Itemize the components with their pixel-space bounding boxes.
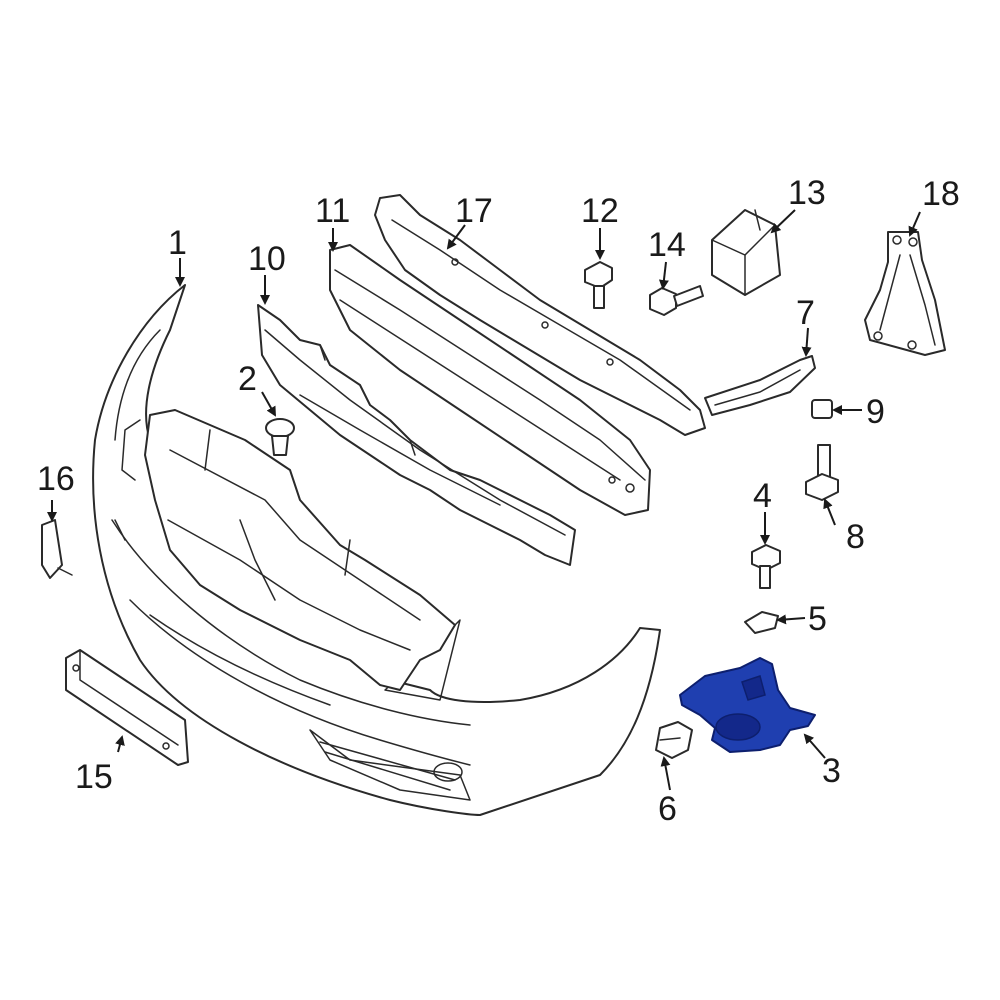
tow-cover-16-part[interactable] (41, 519, 73, 579)
callout-7: 7 (796, 294, 815, 332)
callout-15: 15 (75, 758, 113, 796)
energy-absorber-part[interactable] (257, 304, 576, 566)
callout-6: 6 (658, 790, 677, 828)
reinforcement-bar-part[interactable] (329, 244, 651, 516)
callout-4: 4 (753, 477, 772, 515)
bolt-12-part[interactable] (584, 261, 613, 309)
highlighted-bracket-3-part[interactable] (679, 657, 816, 753)
bracket-13-part[interactable] (711, 209, 781, 296)
callout-3: 3 (822, 752, 841, 790)
callout-2: 2 (238, 360, 257, 398)
callout-leaders (47, 209, 921, 791)
upper-bracket-part[interactable] (374, 194, 706, 436)
side-bracket-18-part[interactable] (864, 231, 946, 356)
callout-17: 17 (455, 192, 493, 230)
callout-5: 5 (808, 600, 827, 638)
bumper-grille-frame (144, 409, 456, 691)
callout-16: 16 (37, 460, 75, 498)
callout-10: 10 (248, 240, 286, 278)
bolt-8-part[interactable] (805, 444, 839, 501)
clip-5-part[interactable] (744, 611, 779, 634)
callout-labels: 1 2 3 4 5 6 7 8 9 10 11 12 13 14 15 16 1… (37, 174, 960, 828)
callout-14: 14 (648, 226, 686, 264)
push-clip-2-part[interactable] (265, 418, 295, 456)
callout-1: 1 (168, 224, 187, 262)
callout-18: 18 (922, 175, 960, 213)
callout-12: 12 (581, 192, 619, 230)
callout-11: 11 (315, 192, 350, 230)
callout-9: 9 (866, 393, 885, 431)
bracket-7-part[interactable] (704, 355, 816, 416)
bolt-14-part[interactable] (649, 285, 704, 316)
bolt-4-part[interactable] (751, 544, 781, 589)
clip-9-part[interactable] (811, 399, 833, 419)
retainer-6-part[interactable] (655, 721, 693, 759)
callout-8: 8 (846, 518, 865, 556)
license-bracket-15-part[interactable] (65, 649, 189, 766)
callout-13: 13 (788, 174, 826, 212)
